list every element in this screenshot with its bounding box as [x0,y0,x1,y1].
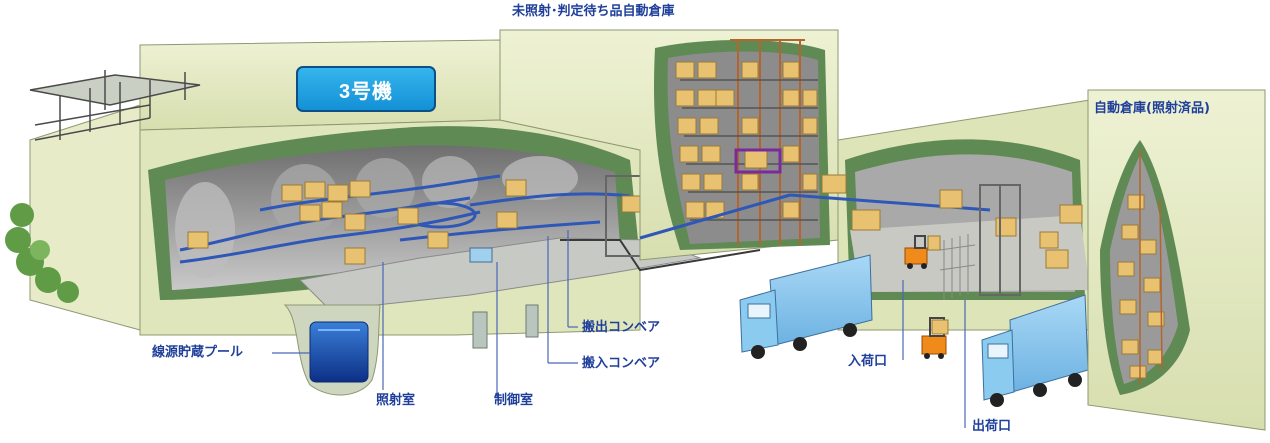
label-unirradiated-warehouse: 未照射･判定待ち品自動倉庫 [512,4,675,19]
label-control-room: 制御室 [494,393,534,408]
source-pool [283,304,381,396]
roof-railing [29,70,201,141]
label-outgoing-conveyor: 搬出コンベア [582,320,661,335]
irradiation-boxes [187,179,641,265]
label-irradiation-room: 照射室 [376,393,416,408]
forklift-upper [904,235,941,269]
forklift-lower [921,317,949,359]
control-doors [472,304,539,349]
truck-left [739,254,873,359]
truck-right [981,294,1089,407]
irradiated-warehouse [1087,89,1266,431]
leader-lines [272,230,966,428]
label-source-pool: 線源貯蔵プール [152,345,244,360]
machine-number-badge: 3号機 [296,66,436,112]
label-incoming-conveyor: 搬入コンベア [582,356,661,371]
trees [5,203,79,303]
label-irradiated-warehouse: 自動倉庫(照射済品) [1094,101,1210,116]
label-shipping-exit: 出荷口 [972,419,1012,434]
label-receiving-entrance: 入荷口 [848,354,888,369]
